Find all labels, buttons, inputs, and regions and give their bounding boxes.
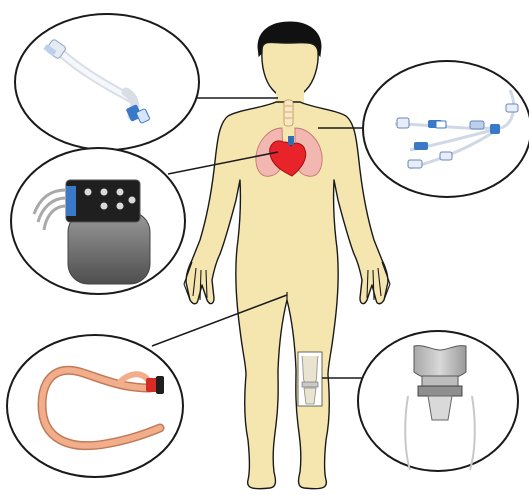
knee-implant-inset <box>298 352 322 406</box>
callout-knee-prosthesis <box>358 331 518 471</box>
callout-urinary-catheter <box>7 335 183 477</box>
callout-tracheostomy-tube <box>15 14 199 150</box>
callout-circle-cvc <box>363 61 529 197</box>
human-body <box>184 22 390 489</box>
callout-circle-urinary <box>7 335 183 477</box>
callout-central-venous-catheter <box>363 61 529 197</box>
trachea <box>284 100 293 126</box>
heart-vessel <box>288 136 294 145</box>
head <box>262 42 318 98</box>
callout-pacemaker <box>11 148 185 294</box>
